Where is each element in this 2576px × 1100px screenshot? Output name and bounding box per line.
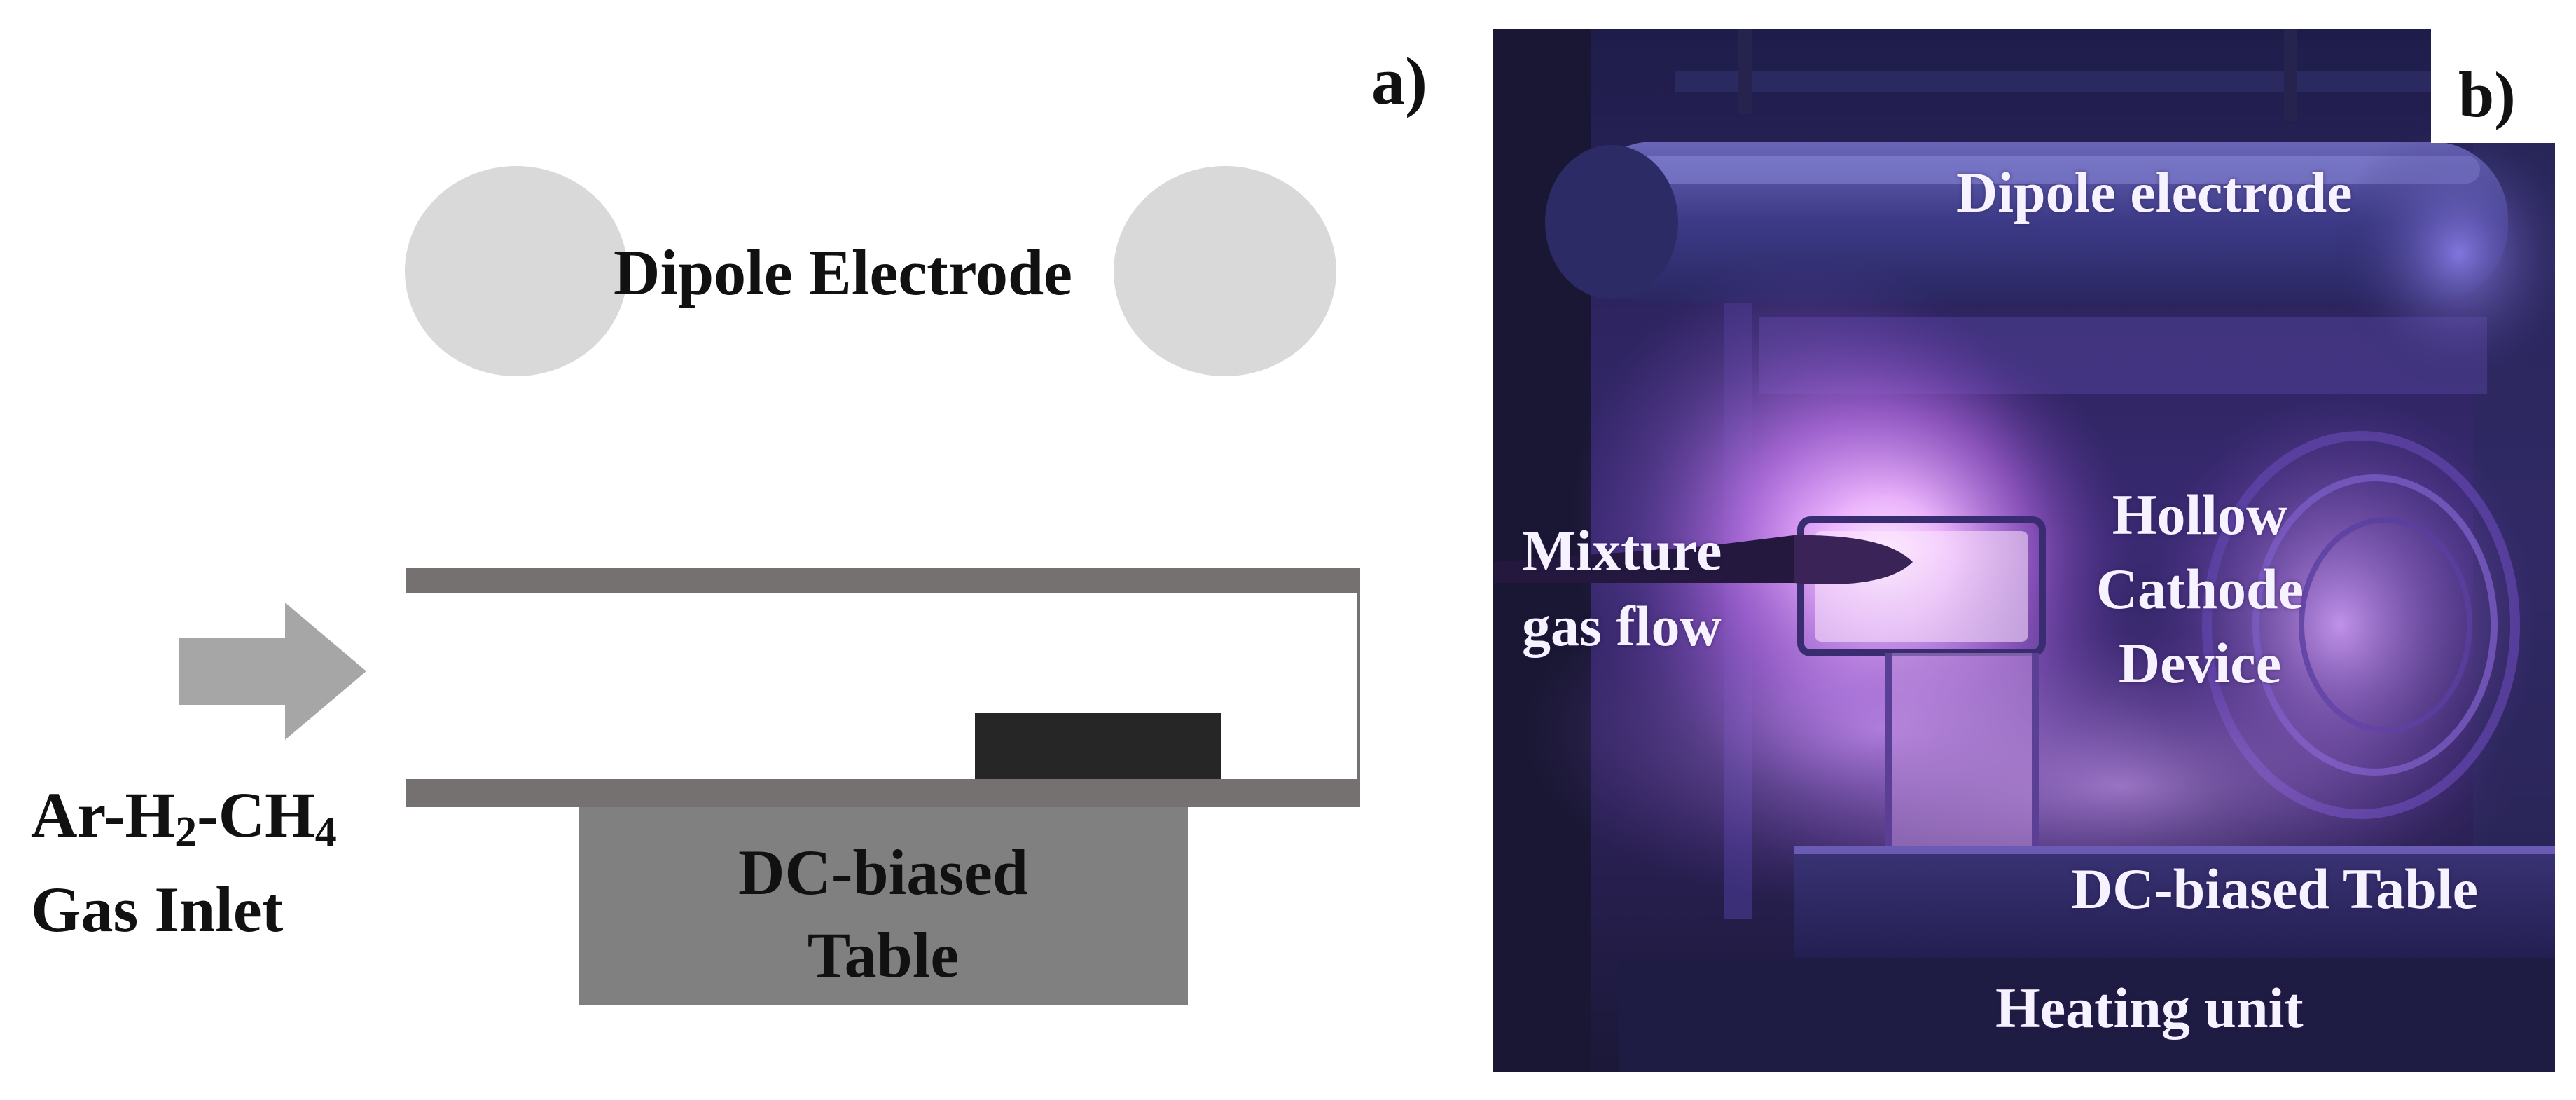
panel-a-tag: a): [1371, 43, 1427, 118]
right-arrow-icon: [179, 603, 368, 740]
panel-b-tag-box: [2431, 29, 2555, 143]
panel-b-tag: b): [2458, 59, 2516, 130]
dc-biased-table-photo-label: DC-biased Table: [2071, 857, 2479, 921]
dipole-electrode-label: Dipole Electrode: [614, 237, 1072, 308]
heating-unit-label: Heating unit: [1995, 976, 2304, 1040]
dipole-electrode-right: [1114, 166, 1336, 376]
chamber-bottom-plate: [406, 779, 1360, 807]
panel-a: a) Dipole Electrode Ar-H2-CH4 Gas Inlet …: [31, 43, 1427, 1005]
dc-biased-table: [579, 807, 1188, 1005]
substrate-block: [975, 713, 1221, 779]
chamber-top-plate: [406, 568, 1360, 593]
plasma-photo: b) Dipole electrode Mixture gas flow Hol…: [1493, 29, 2555, 1072]
dc-biased-table-label: DC-biased Table: [738, 837, 1029, 991]
hollow-cathode-device-label: Hollow Cathode Device: [2096, 483, 2304, 695]
dipole-electrode-photo-label: Dipole electrode: [1956, 160, 2353, 224]
mixture-gas-flow-label: Mixture gas flow: [1522, 518, 1722, 658]
gas-inlet-label: Ar-H2-CH4 Gas Inlet: [31, 779, 337, 945]
dipole-electrode-left: [405, 166, 628, 376]
